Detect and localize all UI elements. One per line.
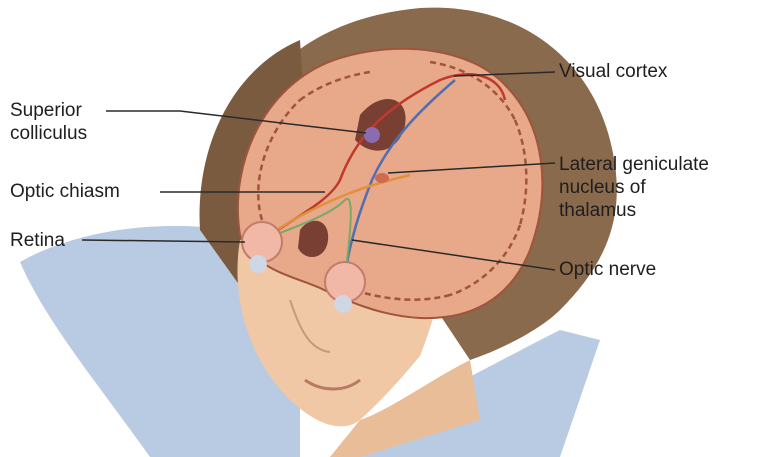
label-retina: Retina xyxy=(10,229,65,252)
label-lateral-geniculate-line3: thalamus xyxy=(559,199,709,222)
label-superior-colliculus: Superior colliculus xyxy=(10,99,87,145)
label-lateral-geniculate: Lateral geniculate nucleus of thalamus xyxy=(559,153,709,222)
label-optic-nerve: Optic nerve xyxy=(559,258,656,281)
label-lateral-geniculate-line1: Lateral geniculate xyxy=(559,153,709,176)
lgn-structure xyxy=(375,173,389,183)
superior-colliculus-structure xyxy=(364,127,380,143)
retina-right-pupil xyxy=(334,295,352,313)
retina-left-pupil xyxy=(249,255,267,273)
label-visual-cortex: Visual cortex xyxy=(559,60,667,83)
label-lateral-geniculate-line2: nucleus of xyxy=(559,176,709,199)
label-optic-chiasm: Optic chiasm xyxy=(10,180,120,203)
label-superior-colliculus-line2: colliculus xyxy=(10,122,87,145)
label-superior-colliculus-line1: Superior xyxy=(10,99,87,122)
